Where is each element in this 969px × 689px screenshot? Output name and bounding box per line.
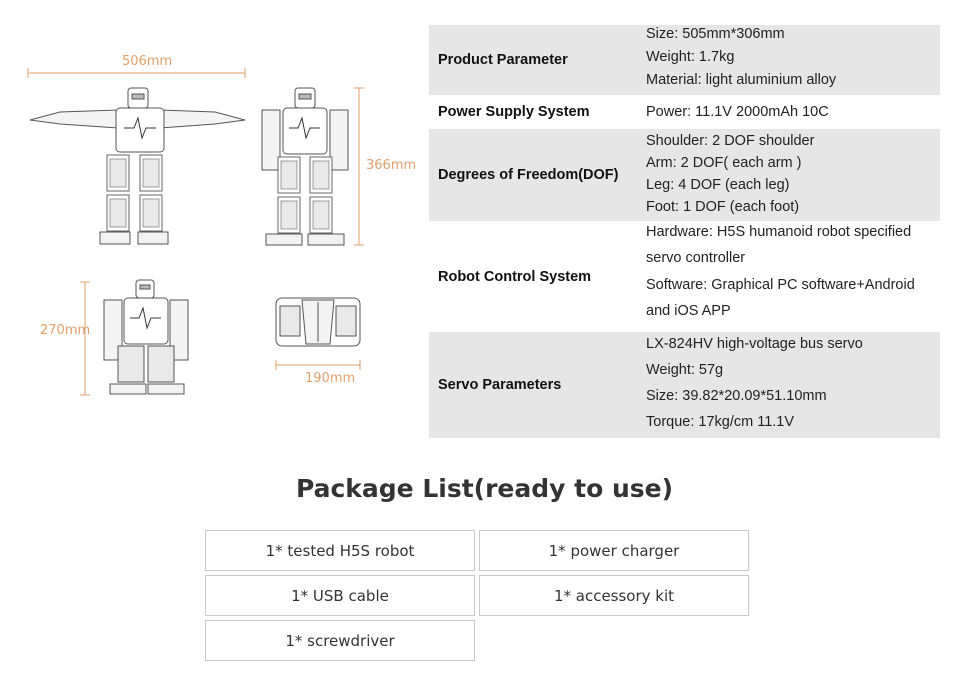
spec-value: Foot: 1 DOF (each foot) bbox=[646, 199, 800, 215]
spec-label: Robot Control System bbox=[438, 268, 592, 285]
spec-row-product: Product Parameter Size: 505mm*306mm Weig… bbox=[429, 25, 940, 95]
spec-value: Torque: 17kg/cm 11.1V bbox=[646, 414, 795, 430]
robot-crouch-view bbox=[80, 279, 189, 396]
spec-row-control: Robot Control System Hardware: H5S human… bbox=[429, 224, 940, 329]
spec-label: Servo Parameters bbox=[438, 377, 562, 393]
spec-value: Shoulder: 2 DOF shoulder bbox=[646, 133, 815, 149]
package-item: 1* tested H5S robot bbox=[205, 530, 475, 571]
robot-diagrams bbox=[27, 68, 364, 396]
spec-row-dof: Degrees of Freedom(DOF) Shoulder: 2 DOF … bbox=[429, 129, 940, 221]
spec-value: Weight: 1.7kg bbox=[646, 49, 735, 65]
crouch-height-label: 270mm bbox=[40, 323, 91, 338]
package-item: 1* USB cable bbox=[205, 575, 475, 616]
robot-top-view bbox=[275, 297, 361, 370]
spec-value: Leg: 4 DOF (each leg) bbox=[646, 177, 790, 193]
front-width-label: 506mm bbox=[122, 54, 173, 69]
spec-label: Product Parameter bbox=[438, 52, 568, 68]
spec-value: Power: 11.1V 2000mAh 10C bbox=[646, 104, 829, 120]
side-height-label: 366mm bbox=[366, 158, 417, 173]
spec-row-servo: Servo Parameters LX-824HV high-voltage b… bbox=[429, 332, 940, 438]
spec-value: and iOS APP bbox=[646, 303, 731, 319]
robot-side-view bbox=[261, 87, 364, 246]
spec-label: Degrees of Freedom(DOF) bbox=[438, 167, 619, 183]
package-item: 1* power charger bbox=[479, 530, 749, 571]
spec-value: Size: 39.82*20.09*51.10mm bbox=[646, 388, 827, 404]
top-depth-label: 190mm bbox=[305, 371, 356, 386]
package-item: 1* accessory kit bbox=[479, 575, 749, 616]
spec-value: Software: Graphical PC software+Android bbox=[646, 277, 915, 293]
spec-value: Hardware: H5S humanoid robot specified bbox=[646, 224, 912, 240]
robot-front-arms-out bbox=[27, 68, 246, 245]
spec-value: Material: light aluminium alloy bbox=[646, 72, 837, 88]
package-list-title: Package List(ready to use) bbox=[295, 474, 674, 503]
spec-value: servo controller bbox=[646, 250, 746, 266]
package-item: 1* screwdriver bbox=[205, 620, 475, 661]
spec-value: LX-824HV high-voltage bus servo bbox=[646, 336, 863, 352]
spec-value: Size: 505mm*306mm bbox=[646, 26, 785, 42]
spec-value: Arm: 2 DOF( each arm ) bbox=[646, 155, 802, 171]
spec-value: Weight: 57g bbox=[646, 362, 724, 378]
spec-label: Power Supply System bbox=[438, 104, 590, 120]
spec-row-power: Power Supply System Power: 11.1V 2000mAh… bbox=[429, 98, 940, 126]
spec-table: Product Parameter Size: 505mm*306mm Weig… bbox=[429, 25, 940, 441]
